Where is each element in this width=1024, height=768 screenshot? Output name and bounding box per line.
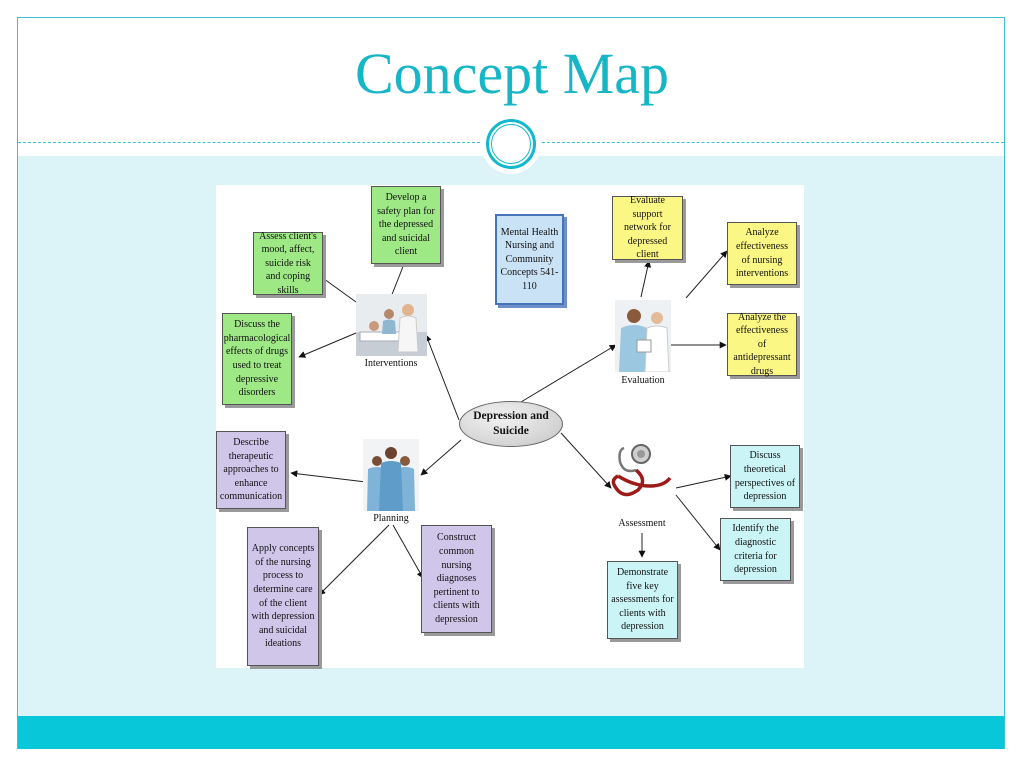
node-safety-plan: Develop a safety plan for the depressed …	[371, 186, 441, 264]
node-nursing-diagnoses: Construct common nursing diagnoses perti…	[421, 525, 492, 633]
hub-label-interventions: Interventions	[364, 358, 418, 369]
hub-label-assessment: Assessment	[618, 518, 666, 529]
planning-image-icon	[363, 439, 419, 511]
node-pharmacological: Discuss the pharmacological effects of d…	[222, 313, 292, 405]
interventions-photo	[356, 294, 427, 356]
evaluation-photo	[615, 300, 671, 372]
hub-label-evaluation: Evaluation	[621, 375, 665, 386]
node-analyze-interventions: Analyze effectiveness of nursing interve…	[727, 222, 797, 285]
footer-band	[18, 716, 1004, 749]
stethoscope-photo	[604, 440, 679, 512]
node-diagnostic-criteria: Identify the diagnostic criteria for dep…	[720, 518, 791, 581]
node-key-assessments: Demonstrate five key assessments for cli…	[607, 561, 678, 639]
circle-ornament-icon	[481, 114, 541, 174]
node-assess-mood: Assess client's mood, affect, suicide ri…	[253, 231, 323, 296]
hub-label-planning: Planning	[373, 513, 409, 524]
node-apply-process: Apply concepts of the nursing process to…	[247, 527, 319, 666]
evaluation-image-icon	[615, 300, 671, 372]
concept-map-diagram: Depression and Suicide Mental Health Nur…	[216, 185, 804, 668]
node-analyze-drugs: Analyze the effectiveness of antidepress…	[727, 312, 797, 377]
stethoscope-icon	[611, 444, 672, 497]
slide-title: Concept Map	[354, 41, 670, 106]
node-theoretical: Discuss theoretical perspectives of depr…	[730, 445, 800, 508]
planning-photo	[363, 439, 419, 511]
course-box: Mental Health Nursing and Community Conc…	[495, 214, 564, 305]
center-node-depression-suicide: Depression and Suicide	[459, 401, 563, 447]
node-therapeutic: Describe therapeutic approaches to enhan…	[216, 431, 286, 509]
node-evaluate-support: Evaluate support network for depressed c…	[612, 195, 683, 260]
interventions-image-icon	[356, 294, 427, 356]
